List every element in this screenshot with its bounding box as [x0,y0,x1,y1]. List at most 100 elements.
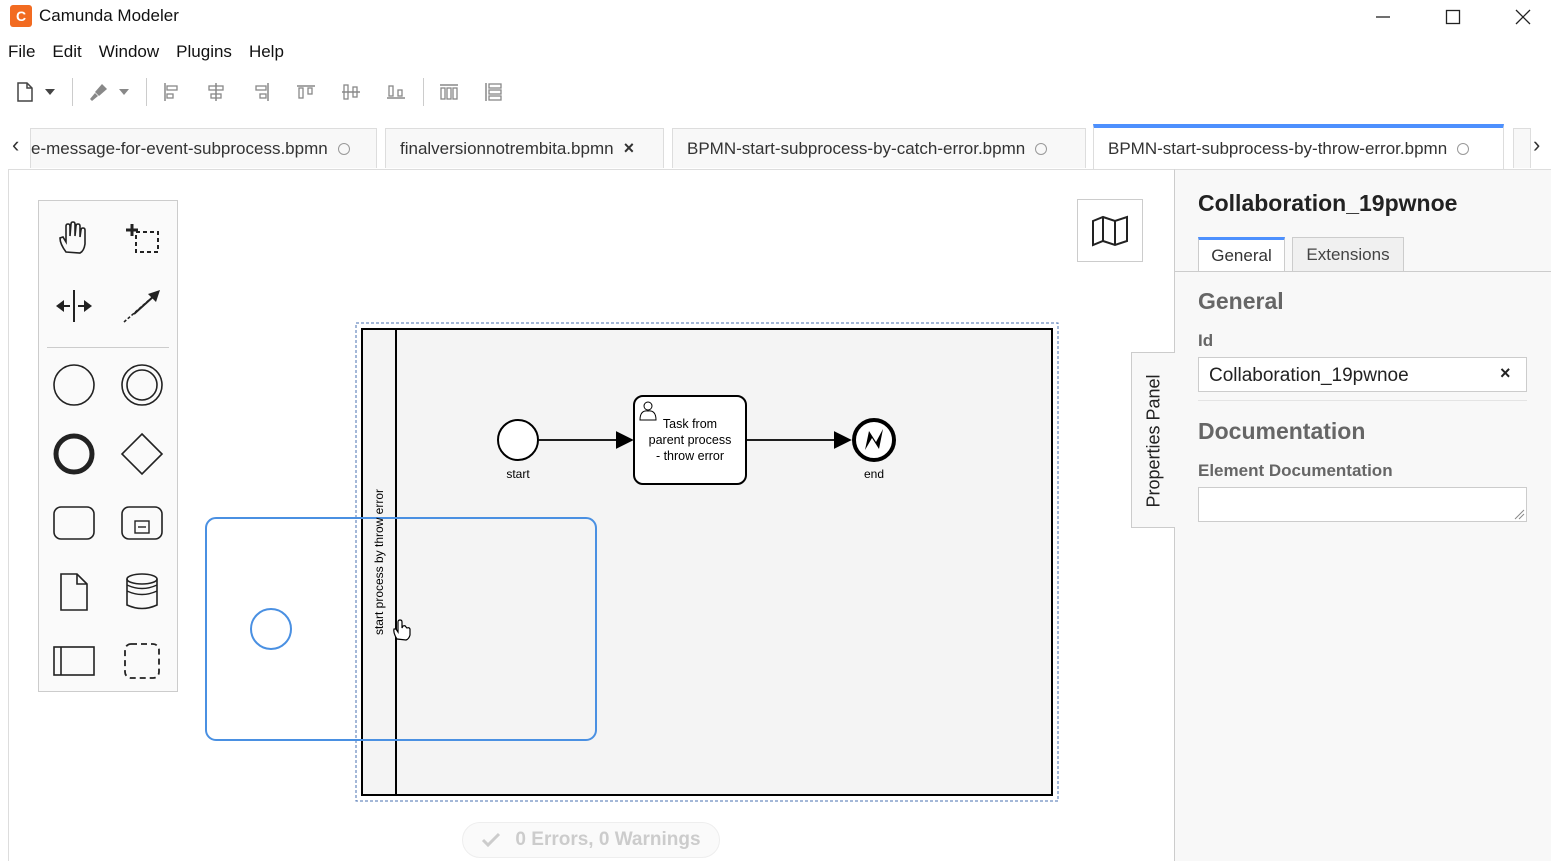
tab-overflow[interactable] [1513,128,1531,168]
data-object-icon [60,573,88,611]
create-intermediate-event[interactable] [117,360,167,410]
tab-label: BPMN-start-subprocess-by-throw-error.bpm… [1108,139,1448,158]
align-right-button[interactable] [249,78,275,106]
align-top-button[interactable] [293,78,319,106]
lint-status[interactable]: 0 Errors, 0 Warnings [462,822,720,858]
saved-indicator-icon [1035,142,1048,155]
create-group[interactable] [117,636,167,686]
tab-finalversion[interactable]: finalversionnotrembita.bpmn × [385,128,664,168]
task-label-line: parent process [648,433,732,447]
user-task[interactable] [633,395,747,485]
bpmn-diagram [205,322,1059,802]
tab-scroll-right[interactable]: › [1533,132,1541,157]
maximize-icon [1445,9,1461,25]
menu-plugins[interactable]: Plugins [176,42,232,61]
toolbar-separator [72,78,73,106]
participant-icon [53,646,95,676]
subprocess-icon [121,506,163,540]
distribute-horizontal-icon [440,84,458,100]
task-label-line: Task from [662,417,718,431]
task-label: Task from parent process - throw error [636,416,744,464]
toolbar-separator [146,78,147,106]
align-middle-button[interactable] [338,78,364,106]
clear-id-icon[interactable]: × [1500,363,1511,383]
menu-window[interactable]: Window [98,42,160,61]
space-tool[interactable] [49,281,99,331]
check-icon [482,832,501,848]
align-left-icon [164,83,178,101]
distribute-horizontal-button[interactable] [436,78,462,106]
camunda-logo-icon: C [10,5,32,27]
data-store-icon [126,573,158,610]
create-data-store[interactable] [117,567,167,617]
element-documentation-label: Element Documentation [1198,461,1393,480]
tab-catch-error[interactable]: BPMN-start-subprocess-by-catch-error.bpm… [672,128,1086,168]
end-event-label: end [863,467,885,481]
create-start-event[interactable] [49,360,99,410]
title-bar: C Camunda Modeler [0,0,1556,34]
close-tab-icon[interactable]: × [623,138,635,158]
create-participant[interactable] [49,636,99,686]
minimize-button[interactable] [1348,0,1418,34]
align-center-button[interactable] [203,78,229,106]
tool-palette [38,200,178,692]
properties-title: Collaboration_19pwnoe [1198,190,1458,216]
align-bottom-button[interactable] [383,78,409,106]
align-top-icon [297,85,315,99]
minimize-icon [1376,16,1390,18]
element-documentation-textarea[interactable] [1198,487,1527,522]
map-icon [1092,215,1128,246]
minimap-toggle[interactable] [1077,199,1143,262]
maximize-button[interactable] [1418,0,1488,34]
id-input[interactable]: Collaboration_19pwnoe [1198,357,1527,392]
dropdown-icon [119,89,129,95]
align-left-button[interactable] [158,78,184,106]
new-file-button[interactable] [12,78,38,106]
task-label-line: - throw error [655,449,725,463]
new-file-dropdown[interactable] [42,78,58,106]
hand-tool-icon [59,221,86,254]
user-icon [639,401,657,421]
create-gateway[interactable] [117,429,167,479]
space-tool-icon [56,290,92,322]
create-end-event[interactable] [49,429,99,479]
color-dropdown[interactable] [116,78,132,106]
tab-extensions[interactable]: Extensions [1292,237,1404,271]
tab-throw-error[interactable]: BPMN-start-subprocess-by-throw-error.bpm… [1093,124,1504,170]
create-data-object[interactable] [49,567,99,617]
color-button[interactable] [86,78,112,106]
id-label: Id [1198,331,1214,350]
lasso-tool[interactable] [117,213,167,263]
documentation-heading: Documentation [1198,418,1366,444]
tab-scroll-left[interactable]: ‹ [12,132,20,157]
menu-edit[interactable]: Edit [52,42,82,61]
hand-cursor-icon [393,619,411,641]
toolbar-separator [423,78,424,106]
intermediate-event-icon [121,364,163,406]
lasso-tool-icon [126,224,159,253]
global-connect-tool[interactable] [117,281,167,331]
tab-event-subprocess[interactable]: e-message-for-event-subprocess.bpmn [30,128,377,168]
window-title: Camunda Modeler [39,6,179,25]
general-heading: General [1198,288,1284,314]
distribute-vertical-button[interactable] [481,78,507,106]
create-task[interactable] [49,498,99,548]
tabs-divider [1174,271,1551,272]
subprocess-drag-preview [205,517,597,741]
start-event[interactable] [497,419,539,461]
menu-help[interactable]: Help [248,42,284,61]
start-event-icon [53,364,95,406]
selection-outline [355,322,1059,802]
dropdown-icon [45,89,55,95]
properties-panel-toggle[interactable]: Properties Panel [1131,352,1175,528]
hand-tool[interactable] [49,213,99,263]
menu-file[interactable]: File [8,42,36,61]
tab-general[interactable]: General [1198,237,1285,271]
create-subprocess[interactable] [117,498,167,548]
palette-separator [47,347,169,348]
paint-brush-icon [90,84,107,101]
properties-panel-toggle-label: Properties Panel [1143,374,1164,508]
resize-handle-icon[interactable] [1513,508,1525,520]
connect-tool-icon [123,290,160,323]
close-window-button[interactable] [1488,0,1556,34]
